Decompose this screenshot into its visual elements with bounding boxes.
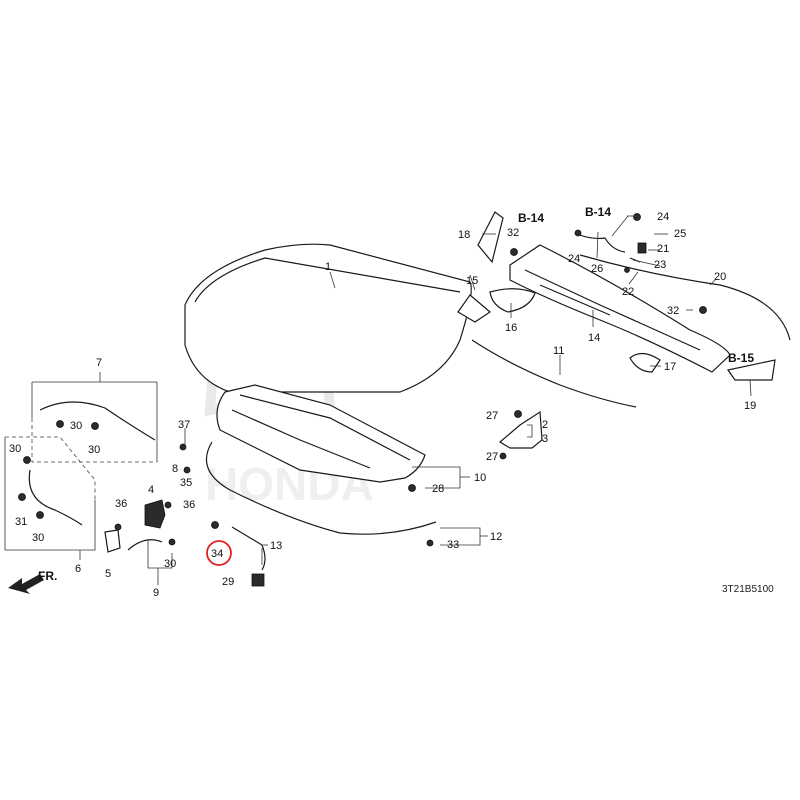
release-cable-6[interactable] — [28, 469, 83, 526]
lever-cable[interactable] — [127, 539, 163, 551]
label-34[interactable]: 34 — [211, 548, 223, 560]
fasteners — [18, 248, 707, 547]
diagram-code: 3T21B5100 — [722, 584, 774, 595]
label-19[interactable]: 19 — [744, 400, 756, 412]
label-26[interactable]: 26 — [591, 263, 603, 275]
label-3[interactable]: 3 — [542, 433, 548, 445]
hood-support-rod[interactable] — [231, 526, 266, 571]
label-32-right[interactable]: 32 — [667, 305, 679, 317]
label-27-mid[interactable]: 27 — [486, 451, 498, 463]
label-29[interactable]: 29 — [222, 576, 234, 588]
rod-holder[interactable] — [251, 573, 265, 587]
cowl-bracket-left[interactable] — [477, 211, 504, 264]
label-33[interactable]: 33 — [447, 539, 459, 551]
label-32-top[interactable]: 32 — [507, 227, 519, 239]
label-30-d[interactable]: 30 — [32, 532, 44, 544]
lock-bracket[interactable] — [104, 529, 121, 553]
label-13[interactable]: 13 — [270, 540, 282, 552]
label-30-a[interactable]: 30 — [70, 420, 82, 432]
label-30-c[interactable]: 30 — [9, 443, 21, 455]
label-21[interactable]: 21 — [657, 243, 669, 255]
label-2[interactable]: 2 — [542, 419, 548, 431]
label-37[interactable]: 37 — [178, 419, 190, 431]
label-16[interactable]: 16 — [505, 322, 517, 334]
label-9[interactable]: 9 — [153, 587, 159, 599]
label-27-top[interactable]: 27 — [486, 410, 498, 422]
hood-lock[interactable] — [144, 499, 166, 529]
label-35[interactable]: 35 — [180, 477, 192, 489]
front-direction-arrow: FR. — [8, 569, 57, 594]
label-12[interactable]: 12 — [490, 531, 502, 543]
cowl-side-cover-17[interactable] — [629, 352, 661, 373]
label-31[interactable]: 31 — [15, 516, 27, 528]
hood-hinge[interactable] — [498, 410, 543, 449]
label-23[interactable]: 23 — [654, 259, 666, 271]
hood-front-seal[interactable] — [205, 441, 437, 535]
label-17[interactable]: 17 — [664, 361, 676, 373]
cowl-side-cover-15[interactable] — [457, 294, 491, 323]
label-22[interactable]: 22 — [622, 286, 634, 298]
label-36-b[interactable]: 36 — [183, 499, 195, 511]
label-8[interactable]: 8 — [172, 463, 178, 475]
label-6[interactable]: 6 — [75, 563, 81, 575]
label-11[interactable]: 11 — [553, 345, 564, 357]
label-1[interactable]: 1 — [325, 261, 331, 273]
hood-insulator[interactable] — [216, 384, 426, 483]
label-25[interactable]: 25 — [674, 228, 686, 240]
label-7[interactable]: 7 — [96, 357, 102, 369]
ref-b14-left[interactable]: B-14 — [518, 211, 544, 225]
label-20[interactable]: 20 — [714, 271, 726, 283]
leader-lines — [184, 215, 752, 546]
front-direction-label: FR. — [38, 569, 57, 583]
label-15[interactable]: 15 — [466, 275, 478, 287]
label-18[interactable]: 18 — [458, 229, 470, 241]
cowl-bracket-right[interactable] — [726, 359, 776, 381]
cowl-harness[interactable] — [579, 254, 791, 341]
label-5[interactable]: 5 — [105, 568, 111, 580]
label-28[interactable]: 28 — [432, 483, 444, 495]
label-4[interactable]: 4 — [148, 484, 154, 496]
ref-b15[interactable]: B-15 — [728, 351, 754, 365]
label-24-top[interactable]: 24 — [657, 211, 669, 223]
release-cable-7[interactable] — [39, 401, 156, 441]
label-30-e[interactable]: 30 — [164, 558, 176, 570]
highlight-circle — [206, 540, 232, 566]
group-brackets — [4, 372, 533, 585]
label-10[interactable]: 10 — [474, 472, 486, 484]
hood-side-seal[interactable] — [471, 339, 637, 408]
label-36-a[interactable]: 36 — [115, 498, 127, 510]
label-24-left[interactable]: 24 — [568, 253, 580, 265]
cowl-top[interactable] — [509, 244, 731, 373]
cowl-seal-16[interactable] — [489, 288, 536, 313]
ref-b14-right[interactable]: B-14 — [585, 205, 611, 219]
label-14[interactable]: 14 — [588, 332, 600, 344]
label-30-b[interactable]: 30 — [88, 444, 100, 456]
